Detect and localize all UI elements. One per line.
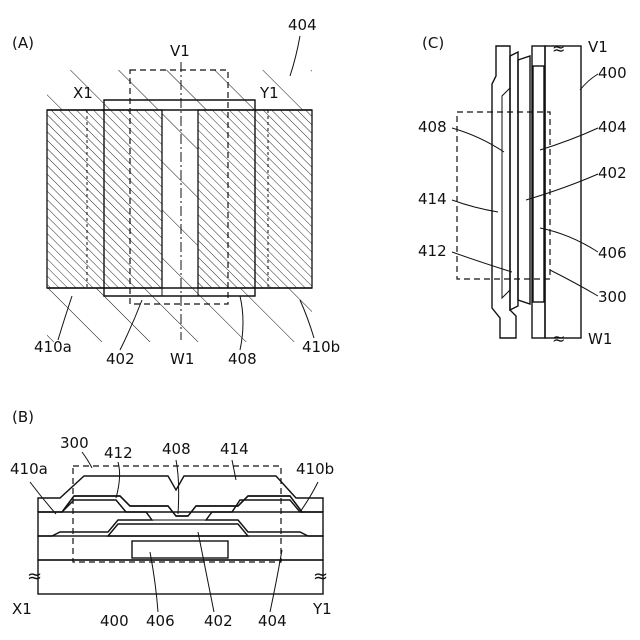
leader-c-408 <box>452 128 504 152</box>
layer-c-414 <box>492 46 516 338</box>
label-c-300: 300 <box>598 288 627 306</box>
label-c-406: 406 <box>598 244 627 262</box>
label-408: 408 <box>228 350 257 368</box>
leader-b-412 <box>116 462 120 498</box>
break-mark-left: ≈ <box>27 566 42 587</box>
label-b-408: 408 <box>162 440 191 458</box>
layer-414 <box>38 476 323 512</box>
leader-b-402 <box>198 532 214 612</box>
leader-b-404 <box>270 550 282 612</box>
panel-a-label: (A) <box>12 34 34 52</box>
panel-b-label: (B) <box>12 408 34 426</box>
label-c-404: 404 <box>598 118 627 136</box>
label-w1: W1 <box>170 350 194 368</box>
semiconductor-c-402 <box>518 56 530 304</box>
leader-b-410b <box>300 482 318 512</box>
label-y1: Y1 <box>259 84 279 102</box>
label-c-w1: W1 <box>588 330 612 348</box>
label-402: 402 <box>106 350 135 368</box>
label-x1: X1 <box>73 84 93 102</box>
leader-b-414 <box>232 460 236 480</box>
label-c-400: 400 <box>598 64 627 82</box>
leader-c-402 <box>526 174 598 200</box>
label-b-406: 406 <box>146 612 175 630</box>
layer-c-404 <box>532 46 545 338</box>
gate-406 <box>132 541 228 558</box>
layer-c-408 <box>502 88 510 298</box>
panel-c: (C) ≈ ≈ V1 400 408 404 402 414 406 412 <box>418 34 627 348</box>
layer-412 <box>38 496 323 516</box>
leader-c-412 <box>452 252 512 272</box>
leader-c-406 <box>540 228 598 252</box>
break-mark-bottom: ≈ <box>552 329 565 348</box>
break-mark-right: ≈ <box>313 566 328 587</box>
label-b-400: 400 <box>100 612 129 630</box>
label-410b: 410b <box>302 338 340 356</box>
label-c-408: 408 <box>418 118 447 136</box>
substrate-400 <box>38 560 323 594</box>
label-b-y1: Y1 <box>312 600 332 618</box>
label-410a: 410a <box>34 338 72 356</box>
leader-b-406 <box>150 552 158 612</box>
region-300-dashed <box>73 466 281 562</box>
label-b-300: 300 <box>60 434 89 452</box>
label-404: 404 <box>288 16 317 34</box>
layer-408-line <box>74 500 290 520</box>
leader-c-300 <box>550 270 598 296</box>
label-b-412: 412 <box>104 444 133 462</box>
semiconductor-402 <box>108 524 248 536</box>
label-b-x1: X1 <box>12 600 32 618</box>
label-c-v1: V1 <box>588 38 608 56</box>
layer-412-fill <box>62 496 302 516</box>
label-c-414: 414 <box>418 190 447 208</box>
label-c-412: 412 <box>418 242 447 260</box>
leader-c-404 <box>540 128 598 150</box>
label-v1: V1 <box>170 42 190 60</box>
label-c-402: 402 <box>598 164 627 182</box>
leader-c-400 <box>580 74 598 90</box>
panel-c-label: (C) <box>422 34 444 52</box>
break-mark-top: ≈ <box>552 39 565 58</box>
label-b-410a: 410a <box>10 460 48 478</box>
leader-c-414 <box>452 200 498 212</box>
label-b-410b: 410b <box>296 460 334 478</box>
layer-404 <box>38 536 323 560</box>
label-b-404: 404 <box>258 612 287 630</box>
label-b-402: 402 <box>204 612 233 630</box>
label-b-414: 414 <box>220 440 249 458</box>
panel-b: (B) ≈ ≈ 300 412 408 414 410a 410b <box>10 408 334 630</box>
region-c-300-dashed <box>457 112 550 279</box>
panel-a: (A) V1 W1 X1 Y1 404 410a 402 408 41 <box>12 16 340 368</box>
gate-c-406 <box>533 66 544 302</box>
